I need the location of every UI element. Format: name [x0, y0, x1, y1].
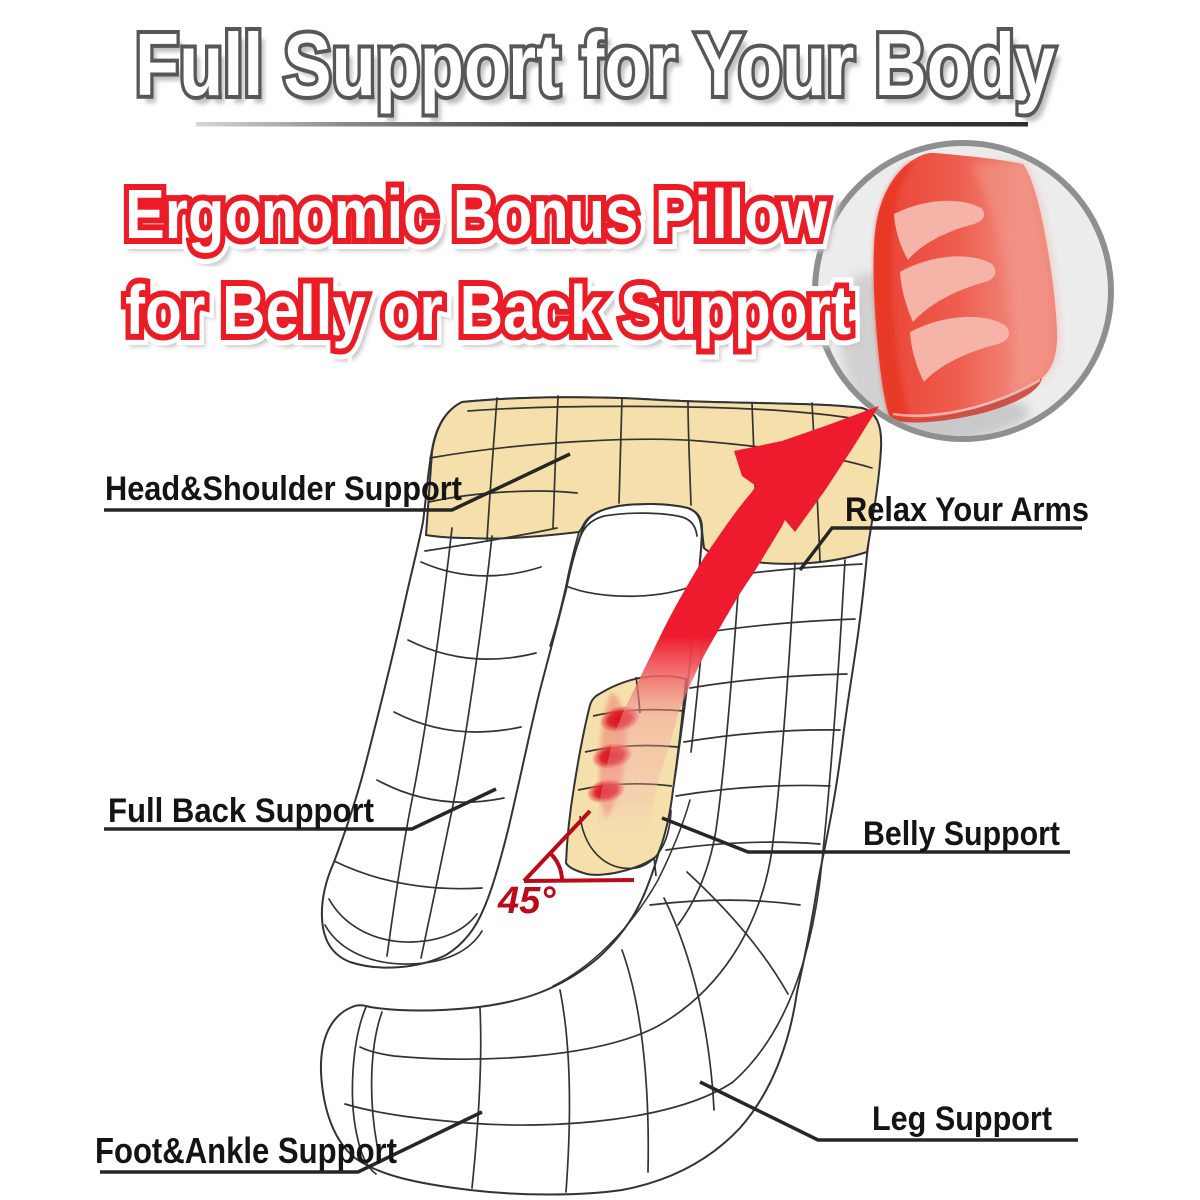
svg-text:Ergonomic Bonus Pillow: Ergonomic Bonus Pillow [125, 175, 827, 253]
svg-text:Ergonomic Bonus Pillow: Ergonomic Bonus Pillow [130, 181, 832, 259]
svg-text:45°: 45° [497, 880, 556, 922]
svg-text:Relax Your Arms: Relax Your Arms [845, 491, 1089, 529]
svg-text:for Belly or Back Support: for Belly or Back Support [125, 271, 851, 349]
svg-text:Belly Support: Belly Support [863, 815, 1060, 853]
svg-text:for Belly or Back Support: for Belly or Back Support [130, 277, 856, 355]
svg-text:Ergonomic Bonus Pillow: Ergonomic Bonus Pillow [125, 175, 827, 253]
svg-text:Full Back Support: Full Back Support [108, 792, 374, 830]
svg-text:Head&Shoulder Support: Head&Shoulder Support [105, 470, 462, 508]
svg-text:Full Support for Your Body: Full Support for Your Body [141, 23, 1061, 122]
svg-text:Full Support for Your Body: Full Support for Your Body [135, 15, 1055, 114]
svg-text:Leg Support: Leg Support [872, 1100, 1052, 1138]
svg-text:for Belly or Back Support: for Belly or Back Support [125, 271, 851, 349]
svg-text:Foot&Ankle Support: Foot&Ankle Support [95, 1130, 397, 1171]
